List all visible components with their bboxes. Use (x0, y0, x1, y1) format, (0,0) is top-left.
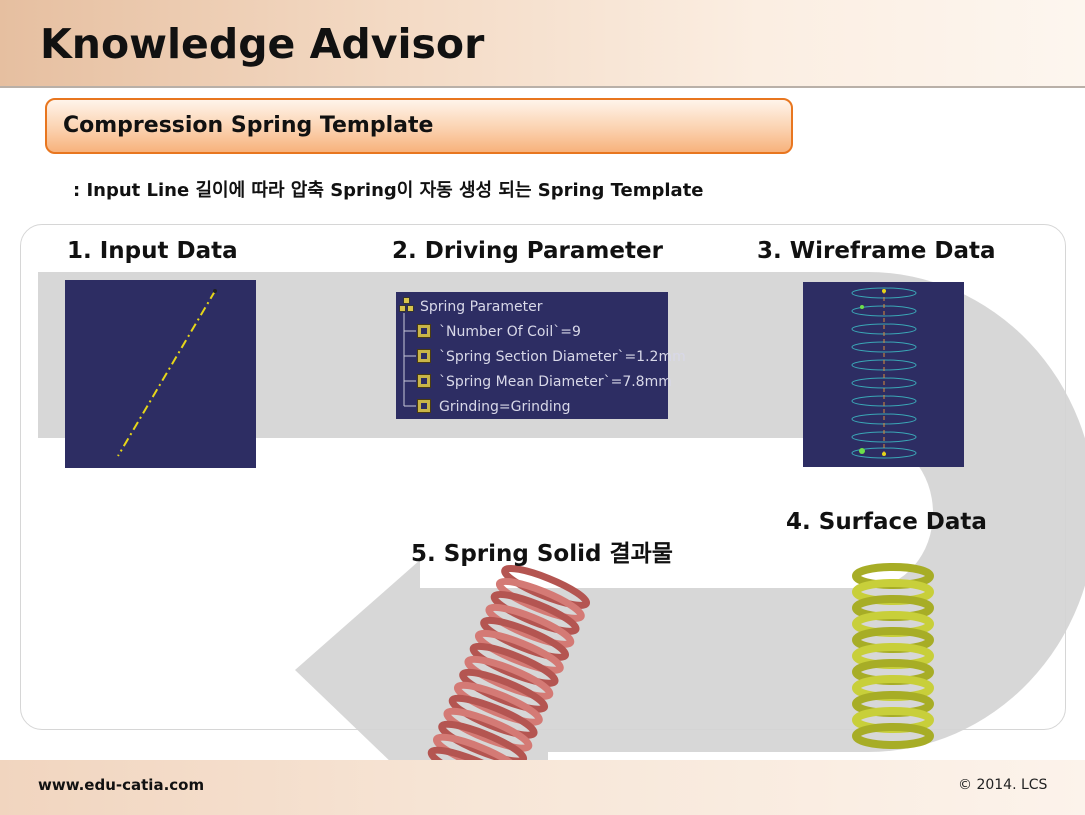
parameter-tree-root[interactable]: Spring Parameter (420, 299, 543, 315)
parameter-item[interactable]: Grinding=Grinding (439, 399, 571, 415)
step-2-label: 2. Driving Parameter (392, 238, 663, 264)
footer-band (0, 760, 1085, 815)
parameter-item[interactable]: `Number Of Coil`=9 (439, 324, 581, 340)
input-line-endpoint (213, 289, 217, 293)
parameter-tree-panel (396, 292, 668, 419)
parameter-icon (417, 399, 431, 413)
description-text: : Input Line 길이에 따라 압축 Spring이 자동 생성 되는 … (73, 180, 704, 201)
parameter-item[interactable]: `Spring Section Diameter`=1.2mm (439, 349, 686, 365)
input-line (117, 290, 216, 457)
header-band (0, 0, 1085, 86)
parameter-icon (417, 374, 431, 388)
footer-copyright: © 2014. LCS (958, 777, 1048, 793)
parameter-item[interactable]: `Spring Mean Diameter`=7.8mm (439, 374, 672, 390)
section-title-box (45, 98, 793, 154)
slide-title: Knowledge Advisor (40, 20, 485, 68)
surface-spring (852, 563, 934, 749)
parameter-icon (417, 324, 431, 338)
step-3-label: 3. Wireframe Data (757, 238, 996, 264)
footer-website: www.edu-catia.com (38, 776, 205, 794)
step-4-label: 4. Surface Data (786, 509, 987, 535)
parameter-set-icon (399, 297, 415, 313)
section-title: Compression Spring Template (63, 113, 434, 138)
parameter-icon (417, 349, 431, 363)
header-divider (0, 86, 1085, 88)
input-data-panel (65, 280, 256, 468)
step-1-label: 1. Input Data (67, 238, 238, 264)
step-5-label: 5. Spring Solid 결과물 (411, 541, 673, 567)
